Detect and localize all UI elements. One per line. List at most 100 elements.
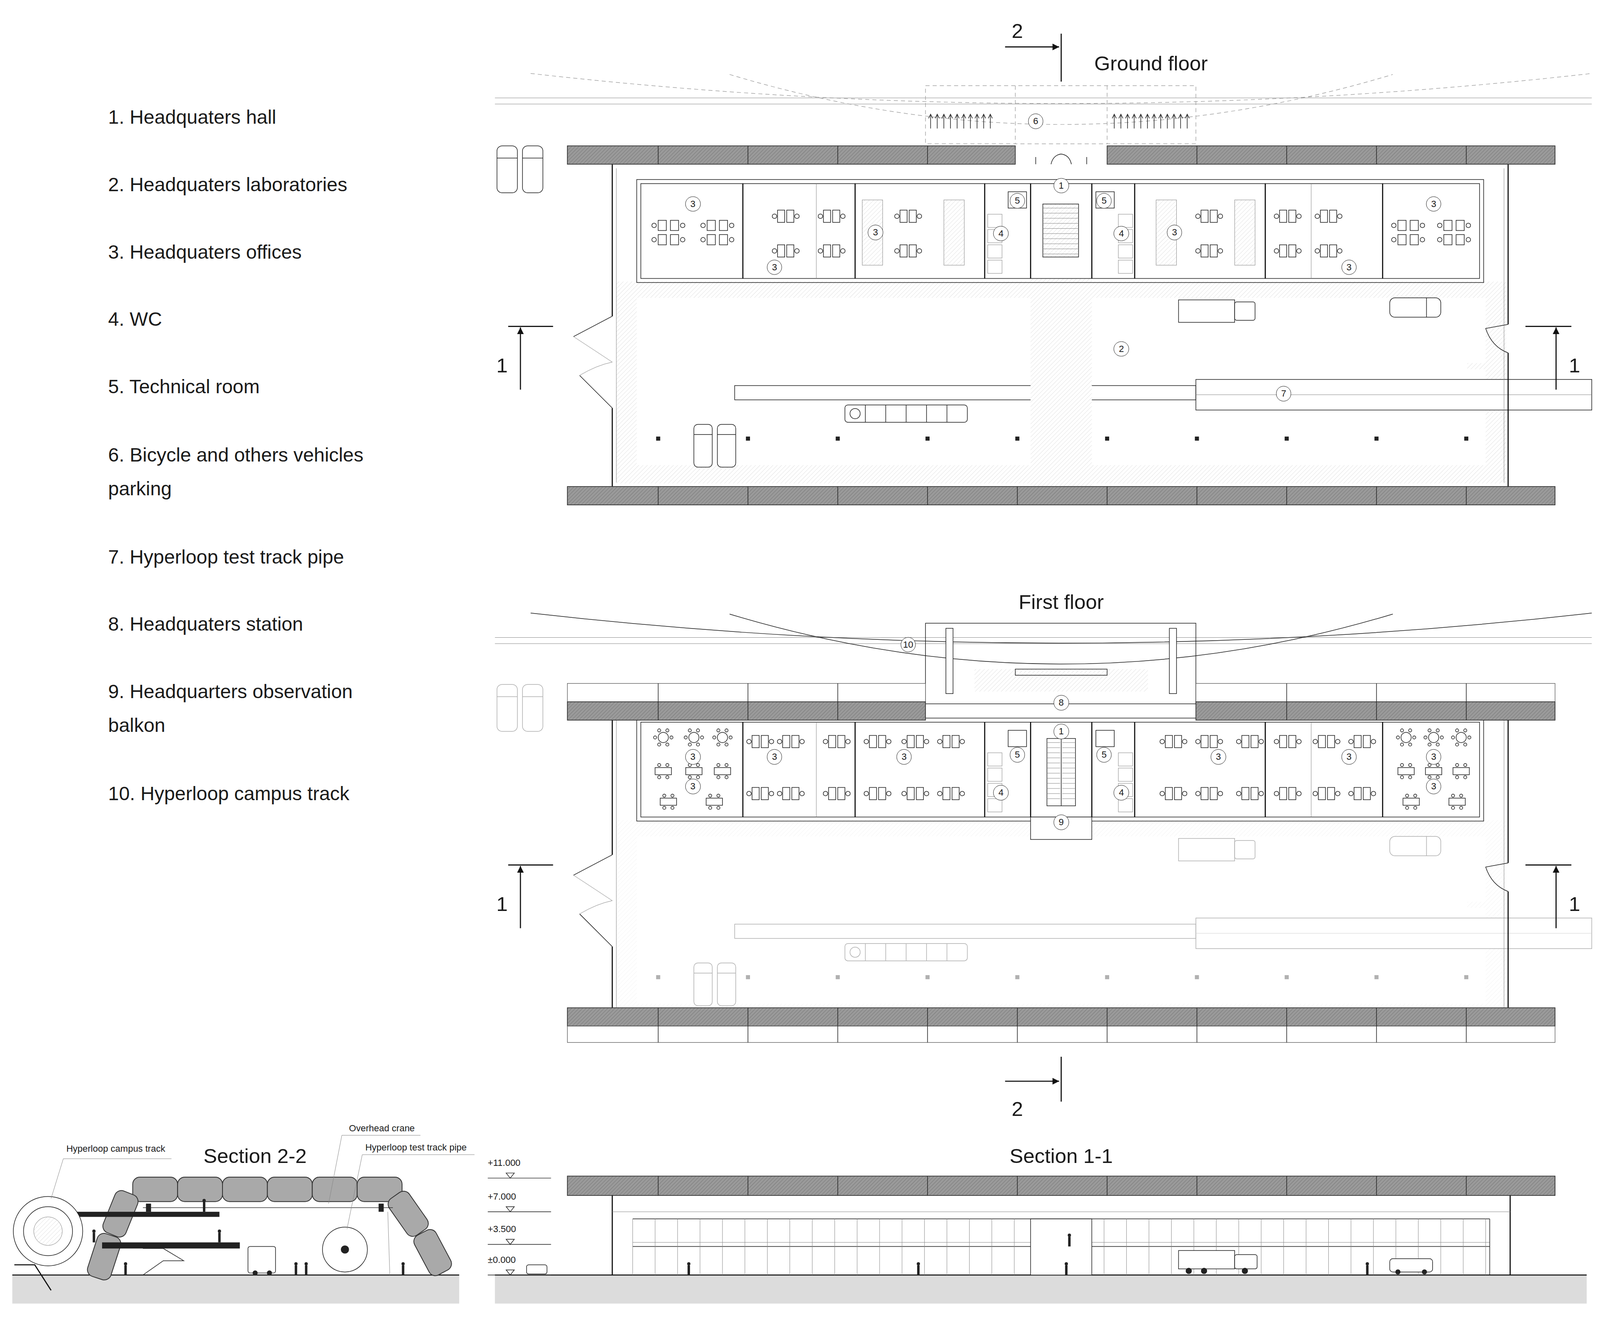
office-wing	[823, 791, 828, 797]
office-wing	[1218, 739, 1223, 745]
office-wing	[1200, 735, 1208, 748]
section-1-1	[487, 1244, 552, 1245]
office-wing	[987, 214, 1003, 228]
campus-track	[1145, 114, 1150, 129]
section-2-2	[142, 1248, 184, 1276]
callout-number: 5	[1009, 193, 1025, 209]
office-wing	[1413, 794, 1417, 798]
callout-number: 1	[1053, 177, 1070, 194]
section-1-1	[1106, 1176, 1108, 1196]
office-wing	[987, 752, 1003, 767]
elevation-mark: +7.000	[487, 1191, 517, 1203]
office-wing	[636, 179, 1484, 283]
campus-track	[1172, 114, 1177, 129]
section-marker: 2	[1011, 1097, 1023, 1121]
roof-band	[657, 486, 659, 505]
office-wing	[1288, 735, 1296, 748]
office-wing	[1310, 183, 1312, 279]
building-wall	[573, 336, 613, 376]
laboratory-hall	[865, 943, 866, 962]
office-wing	[786, 210, 794, 223]
office-wing	[786, 245, 794, 258]
campus-track	[1132, 114, 1137, 129]
section-1-1	[700, 1219, 701, 1276]
callout-number: 3	[1210, 749, 1227, 765]
laboratory-hall	[925, 975, 930, 980]
laboratory-hall	[835, 436, 840, 441]
laboratory-hall	[1464, 975, 1469, 980]
key-item: 2. Headquaters laboratories	[108, 167, 400, 202]
office-wing	[1296, 214, 1302, 219]
key-item: 8. Headquaters station	[108, 607, 400, 642]
office-wing	[680, 223, 685, 228]
callout-number: 4	[993, 785, 1009, 801]
section-2-2	[322, 1227, 368, 1273]
office-wing	[832, 210, 840, 223]
office-wing	[696, 775, 700, 779]
office-wing	[777, 210, 785, 223]
section-2-2	[12, 1135, 475, 1305]
office-wing	[752, 735, 760, 748]
office-wing	[1412, 736, 1416, 740]
laboratory-hall	[1195, 918, 1592, 949]
section-1-1	[879, 1219, 880, 1276]
office-wing	[1455, 743, 1459, 747]
office-wing	[942, 735, 950, 748]
campus-track	[1015, 85, 1016, 145]
office-wing	[1320, 245, 1328, 258]
office-wing	[742, 722, 744, 818]
office-wing	[1467, 736, 1471, 740]
office-wing	[840, 214, 845, 219]
section-1-1	[1305, 1219, 1307, 1276]
section-marker: 1	[496, 892, 508, 916]
office-wing	[869, 735, 877, 748]
section-2-2	[202, 1202, 206, 1213]
campus-track	[495, 103, 1592, 105]
office-wing	[658, 220, 667, 231]
office-wing	[716, 763, 720, 767]
section-1-1	[1485, 1219, 1486, 1276]
office-wing	[1448, 798, 1465, 806]
section-1-1	[657, 1176, 659, 1196]
section-1-1	[1286, 1176, 1287, 1196]
office-wing	[636, 718, 1484, 822]
section-1-1	[655, 1219, 656, 1276]
section-marker: 2	[1011, 18, 1023, 43]
office-wing	[791, 787, 799, 800]
office-wing	[1274, 791, 1279, 797]
office-wing	[1047, 788, 1061, 789]
office-wing	[1030, 183, 1032, 279]
section-1-1	[1148, 1219, 1150, 1276]
section-2-2	[123, 1262, 128, 1266]
office-wing	[1405, 806, 1409, 810]
section-1-1	[1389, 1259, 1433, 1273]
office-wing	[942, 787, 950, 800]
roof-band	[747, 1007, 748, 1027]
office-wing	[1408, 775, 1412, 779]
building-wall	[573, 855, 613, 947]
office-wing	[1440, 736, 1444, 740]
roof-band	[657, 1026, 659, 1043]
office-wing	[1459, 806, 1463, 810]
laboratory-hall	[656, 436, 661, 441]
office-wing	[987, 260, 1003, 274]
section-cut-marker	[1005, 1080, 1060, 1083]
office-wing	[1329, 210, 1337, 223]
office-wing	[1062, 762, 1076, 764]
roof-band	[1465, 683, 1467, 703]
callout-number: 6	[1027, 113, 1044, 130]
office-wing	[1091, 183, 1093, 279]
roof-band	[1107, 145, 1555, 165]
office-wing	[1062, 798, 1076, 800]
office-wing	[1047, 783, 1061, 784]
office-wing	[1234, 200, 1255, 266]
office-wing	[1455, 775, 1459, 779]
callout-number: 3	[1425, 196, 1442, 212]
section-1-1	[1067, 1234, 1072, 1238]
callout-number: 1	[1053, 724, 1070, 740]
section-1-1	[946, 1219, 948, 1276]
section-marker: 1	[496, 353, 508, 378]
ground-floor-plan	[497, 145, 1593, 505]
office-wing	[640, 183, 1480, 279]
roof-band	[747, 683, 748, 703]
